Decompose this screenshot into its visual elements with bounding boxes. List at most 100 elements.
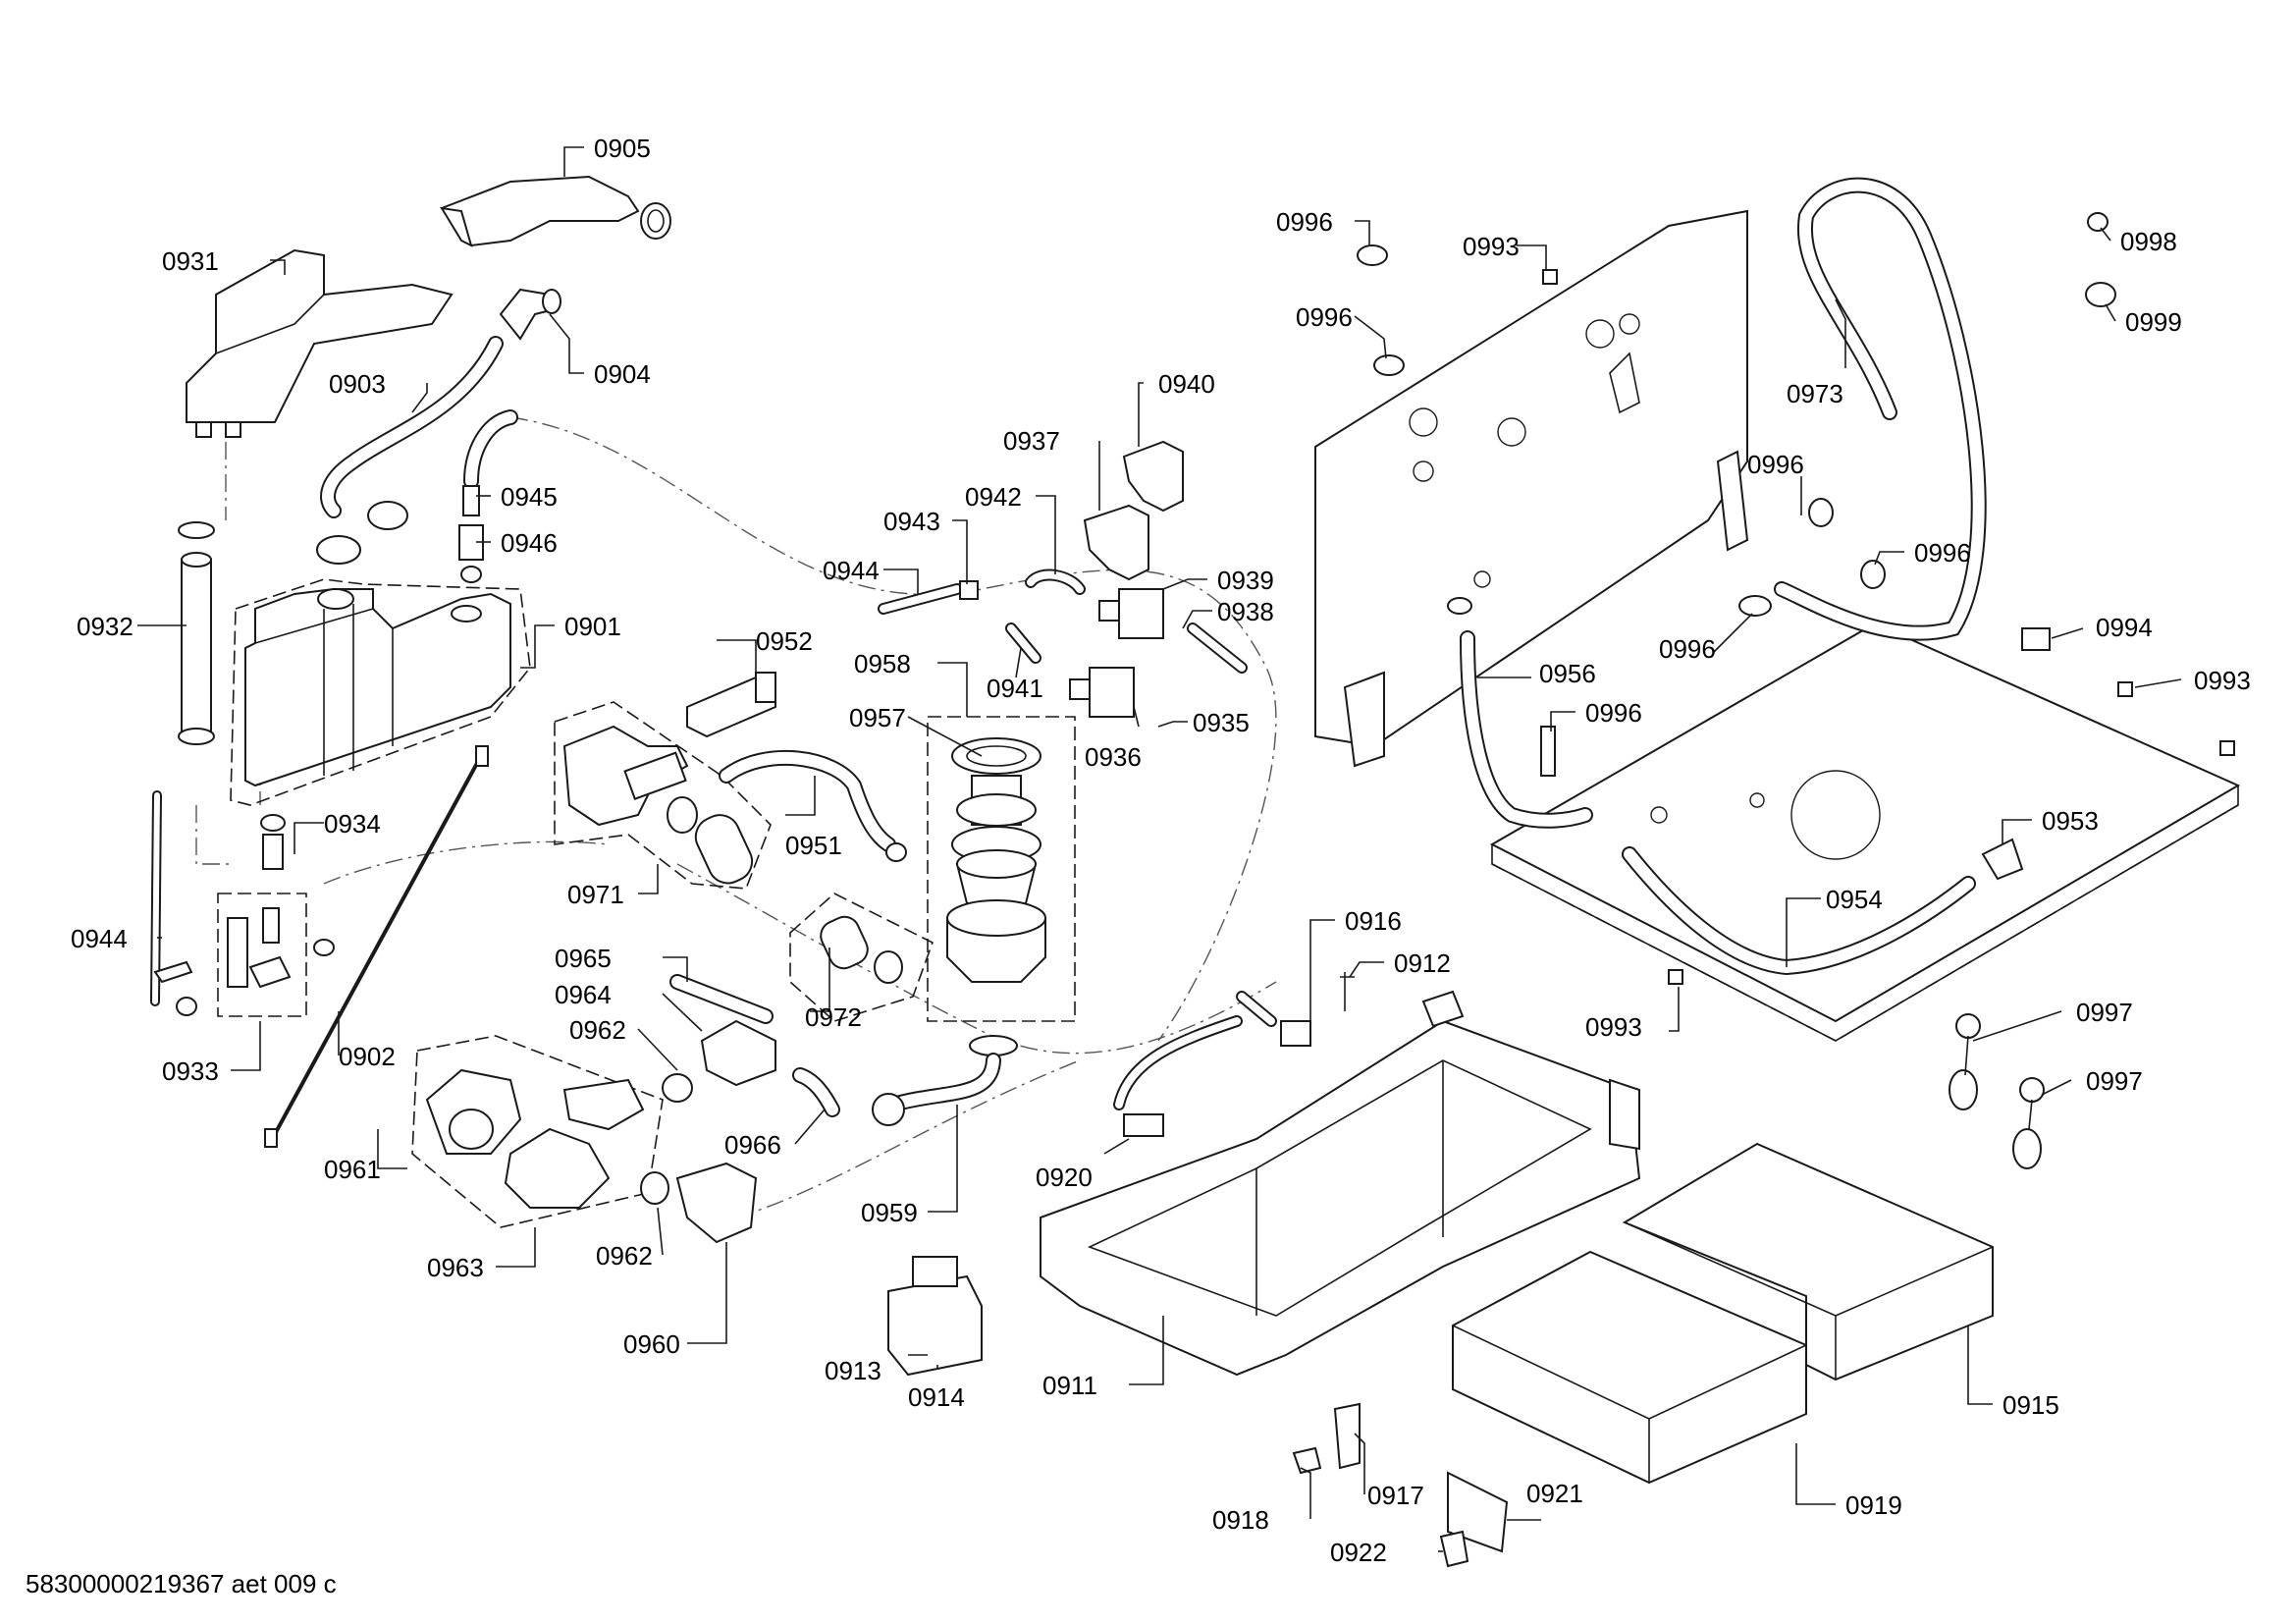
part-back-frame [1314,209,1749,768]
part-0904-elbow [499,288,561,341]
part-0972-coupling [789,893,934,1022]
label-0993-b: 0993 [2194,666,2251,695]
part-0902-cable [264,745,489,1148]
diagram-id-footer: 58300000219367 aet 009 c [26,1569,337,1598]
label-0996-d: 0996 [1914,538,1971,568]
label-0931: 0931 [162,246,219,276]
part-0903-hose [316,336,504,565]
part-number-labels: 0905 0931 0904 0903 0945 0946 0932 0901 … [71,134,2251,1567]
part-0913-0914-box [887,1256,983,1377]
part-0915-block [1622,1142,1994,1381]
label-0964: 0964 [555,980,612,1009]
label-0957: 0957 [849,703,906,732]
label-0938: 0938 [1217,597,1274,626]
label-0916: 0916 [1345,906,1402,936]
label-0932: 0932 [77,612,133,641]
part-0905-duct [440,175,671,247]
label-0960: 0960 [623,1329,680,1359]
part-0932-tube [178,521,215,745]
part-0944-rod [150,790,197,1016]
label-0961: 0961 [324,1155,381,1184]
part-0943-0944-valve [878,568,1086,664]
label-0998: 0998 [2120,227,2177,256]
leader-lines [137,146,2182,1552]
label-0996-f: 0996 [1585,698,1642,728]
label-0965: 0965 [555,944,612,973]
part-0916-fitting [1236,991,1311,1047]
label-0945: 0945 [501,482,558,512]
part-0918-clip [1292,1446,1322,1475]
label-0903: 0903 [329,369,386,399]
label-0996-a: 0996 [1276,207,1333,237]
label-0901: 0901 [564,612,621,641]
label-0966: 0966 [724,1130,781,1160]
part-0997-clamps [1949,1013,2045,1169]
part-0959-drain-hose [872,1035,1018,1126]
label-0921: 0921 [1526,1479,1583,1508]
part-0956-hose [1460,630,1593,829]
label-0944-mid: 0944 [823,556,880,585]
label-0914: 0914 [908,1382,965,1412]
label-0918: 0918 [1212,1505,1269,1535]
label-0936: 0936 [1085,742,1142,772]
part-0951-hose [719,749,907,862]
label-0904: 0904 [594,359,651,389]
part-0971-heater [554,701,772,890]
part-0962-0960-valve [640,1162,758,1244]
label-0942: 0942 [965,482,1022,512]
part-0938-hose [1187,623,1248,674]
label-0963: 0963 [427,1253,484,1282]
label-0946: 0946 [501,528,558,558]
label-0919: 0919 [1845,1490,1902,1520]
label-0933: 0933 [162,1056,219,1086]
label-0920: 0920 [1036,1163,1093,1192]
part-0922-clip [1439,1530,1469,1568]
label-0943: 0943 [883,507,940,536]
label-0944-left: 0944 [71,924,128,953]
part-0933-assembly [217,893,335,1017]
label-0959: 0959 [861,1198,918,1227]
label-0954: 0954 [1826,885,1883,914]
label-0971: 0971 [567,880,624,909]
label-0939: 0939 [1217,566,1274,595]
part-clips [1357,212,2235,985]
label-0994: 0994 [2096,613,2153,642]
part-0920-fitting [1113,1015,1243,1137]
part-0937-0940-brackets [1083,440,1184,581]
label-0993-a: 0993 [1463,232,1520,261]
part-0973-hose [1774,177,1987,641]
part-0936-valve [1069,667,1135,718]
label-0999: 0999 [2125,307,2182,337]
label-0940: 0940 [1158,369,1215,399]
label-0917: 0917 [1367,1481,1424,1510]
label-0997-a: 0997 [2076,998,2133,1027]
label-0958: 0958 [854,649,911,678]
label-0911: 0911 [1042,1371,1097,1400]
label-0973: 0973 [1787,379,1843,408]
part-0901-tank [230,578,531,806]
label-0956: 0956 [1539,659,1596,688]
label-0962-lower: 0962 [596,1241,653,1271]
label-0937: 0937 [1003,426,1060,456]
label-0935: 0935 [1193,708,1250,737]
part-0917-pcb [1333,1402,1361,1470]
label-0972: 0972 [805,1002,862,1032]
label-0941: 0941 [987,674,1043,703]
label-0912: 0912 [1394,948,1451,978]
label-0934: 0934 [324,809,381,839]
label-0915: 0915 [2002,1390,2059,1420]
part-0957-0958-filter [927,716,1076,1022]
label-0996-e: 0996 [1659,634,1716,664]
label-0953: 0953 [2042,806,2099,836]
part-0945-0946-sensor [458,409,518,583]
label-0997-b: 0997 [2086,1066,2143,1096]
label-0962-upper: 0962 [569,1015,626,1045]
label-0951: 0951 [785,831,842,860]
label-0913: 0913 [825,1356,881,1385]
label-0902: 0902 [339,1042,396,1071]
label-0922: 0922 [1330,1538,1387,1567]
part-0934-fitting [260,814,286,870]
part-0965-0966-hoses [669,974,840,1117]
part-0912-clip [1340,972,1355,1011]
label-0952: 0952 [756,626,813,656]
